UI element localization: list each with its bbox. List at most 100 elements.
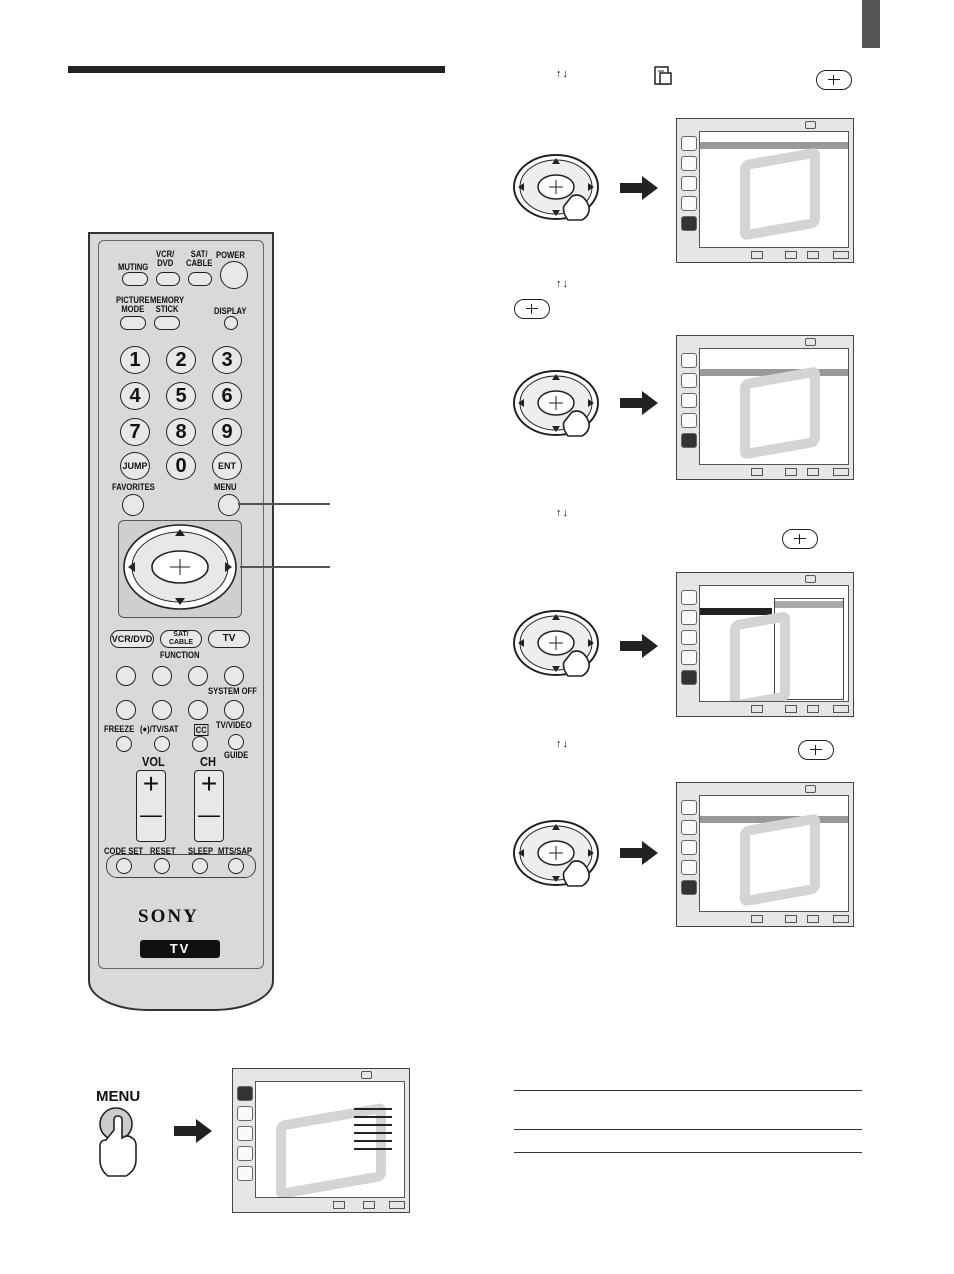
tv-badge: TV <box>140 940 220 958</box>
digit-2-button: 2 <box>166 346 196 374</box>
sat-cable-button <box>188 272 212 286</box>
vcr-dvd-label: VCR/ DVD <box>156 249 175 268</box>
cc-label: CC <box>194 724 209 736</box>
screen-status-icon <box>805 338 816 346</box>
blank-button <box>224 666 244 686</box>
digit-6-button: 6 <box>212 382 242 410</box>
display-label: DISPLAY <box>214 306 247 316</box>
mts-sap-label: MTS/SAP <box>218 846 253 856</box>
callout-line-menu <box>238 503 330 505</box>
tv-menu-screen <box>676 572 854 717</box>
picture-mode-button <box>120 316 146 330</box>
picture-mode-label: PICTURE MODE <box>116 295 150 314</box>
func-vcr-dvd-button: VCR/DVD <box>110 630 154 648</box>
menu-label: MENU <box>214 482 237 492</box>
setup-watermark-icon <box>730 610 790 701</box>
digit-5-button: 5 <box>166 382 196 410</box>
digit-3-button: 3 <box>212 346 242 374</box>
highlight-row <box>700 369 848 376</box>
enter-button-icon <box>816 70 852 90</box>
table-rule <box>514 1129 862 1130</box>
jump-button: JUMP <box>120 452 150 480</box>
mts-sap-button <box>228 858 244 874</box>
bottom-button-row <box>106 854 256 878</box>
menu-icon-column <box>235 1083 253 1196</box>
sat-cable-label: SAT/ CABLE <box>186 249 213 268</box>
up-down-arrows-icon: ↑↓ <box>556 68 569 80</box>
screen-status-icon <box>805 121 816 129</box>
channel-rocker: + — <box>194 770 224 842</box>
tv-menu-screen <box>676 782 854 927</box>
tv-video-label: TV/VIDEO <box>216 720 252 730</box>
setup-menu-icon <box>654 66 672 85</box>
digit-0-button: 0 <box>166 452 196 480</box>
enter-button-icon <box>798 740 834 760</box>
ent-button: ENT <box>212 452 242 480</box>
option-list <box>774 598 844 700</box>
muting-label: MUTING <box>118 262 149 272</box>
callout-line-joystick <box>240 566 330 568</box>
screen-status-icon <box>361 1071 372 1079</box>
option-highlight <box>775 601 843 608</box>
pause-button <box>152 700 172 720</box>
reset-button <box>154 858 170 874</box>
code-set-button <box>116 858 132 874</box>
memory-stick-label: MEMORY STICK <box>150 295 185 314</box>
channel-down-icon: — <box>198 802 220 827</box>
digit-4-button: 4 <box>120 382 150 410</box>
muting-button <box>122 272 148 286</box>
favorites-label: FAVORITES <box>112 482 155 492</box>
selected-row <box>700 608 772 615</box>
vcr-dvd-button <box>156 272 180 286</box>
joystick-button <box>123 524 237 610</box>
up-down-arrows-icon: ↑↓ <box>556 738 569 750</box>
table-rule <box>514 1152 862 1153</box>
function-label: FUNCTION <box>160 650 200 660</box>
enter-button-icon <box>782 529 818 549</box>
play-button <box>152 666 172 686</box>
vol-label: VOL <box>142 754 165 769</box>
tv-sat-label: (●)/TV/SAT <box>140 724 179 734</box>
up-down-arrows-icon: ↑↓ <box>556 507 569 519</box>
code-set-label: CODE SET <box>104 846 144 856</box>
menu-icon-column <box>679 350 697 463</box>
rewind-button <box>116 666 136 686</box>
press-menu-hand-icon <box>99 1107 137 1177</box>
screen-status-icon <box>805 785 816 793</box>
volume-up-icon: + <box>142 768 160 799</box>
digit-9-button: 9 <box>212 418 242 446</box>
sleep-label: SLEEP <box>188 846 214 856</box>
menu-button-caption: MENU <box>96 1088 141 1105</box>
highlight-row <box>700 816 848 823</box>
func-sat-cable-button: SAT/ CABLE <box>160 630 202 648</box>
freeze-button <box>116 736 132 752</box>
setup-watermark-icon <box>740 812 820 908</box>
digit-8-button: 8 <box>166 418 196 446</box>
cc-button <box>192 736 208 752</box>
heading-rule <box>68 66 445 73</box>
volume-rocker: + — <box>136 770 166 842</box>
section-tab <box>862 0 880 48</box>
tv-menu-screen <box>676 118 854 263</box>
channel-up-icon: + <box>200 768 218 799</box>
system-off-button <box>224 700 244 720</box>
remote-control-illustration: MUTING VCR/ DVD SAT/ CABLE POWER PICTURE… <box>88 232 274 1011</box>
highlight-row <box>700 142 848 149</box>
sony-logo: SONY <box>138 906 199 927</box>
digit-1-button: 1 <box>120 346 150 374</box>
joystick-press-illustration <box>513 820 599 887</box>
table-rule <box>514 1090 862 1091</box>
menu-button <box>218 494 240 516</box>
memory-stick-button <box>154 316 180 330</box>
joystick-press-illustration <box>513 154 599 221</box>
sleep-button <box>192 858 208 874</box>
record-button <box>116 700 136 720</box>
up-down-arrows-icon: ↑↓ <box>556 278 569 290</box>
stop-button <box>188 700 208 720</box>
system-off-label: SYSTEM OFF <box>208 686 257 696</box>
freeze-label: FREEZE <box>104 724 135 734</box>
reset-label: RESET <box>150 846 176 856</box>
fast-forward-button <box>188 666 208 686</box>
menu-icon-column <box>679 133 697 246</box>
tv-menu-screen <box>232 1068 410 1213</box>
